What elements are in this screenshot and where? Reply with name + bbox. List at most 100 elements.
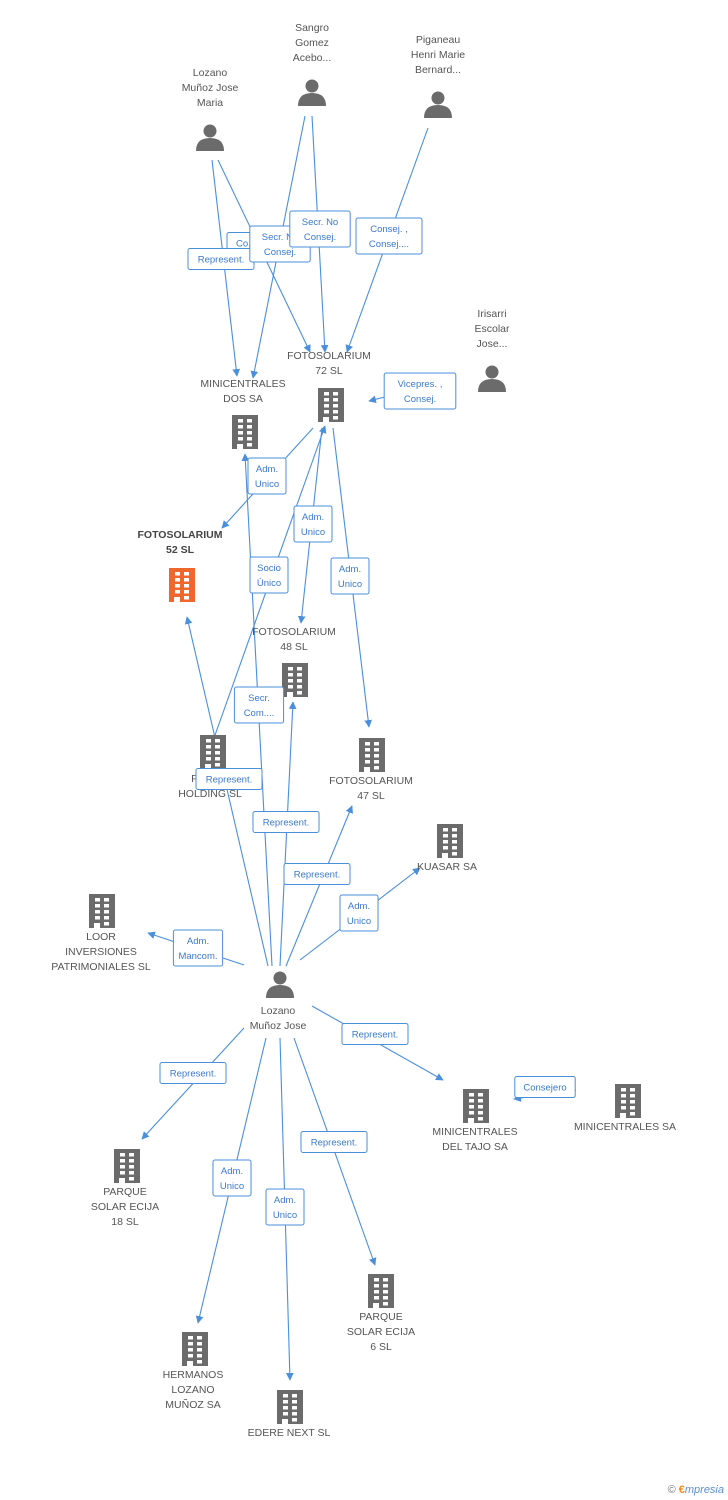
person-icon [478,365,506,392]
node-label: Jose... [477,338,508,350]
edge-label[interactable]: Represent. [283,863,351,885]
edge-label-text: Unico [301,527,325,538]
edge-label-text: Secr. [248,693,270,704]
edge-label-text: Unico [347,916,371,927]
node-label: Muñoz Jose [182,82,239,94]
edge-label-text: Consej. [404,394,436,405]
company-node-minisa[interactable]: MINICENTRALES SA [574,1084,676,1133]
edge-label-text: Adm. [187,936,209,947]
person-icon [298,79,326,106]
building-icon [368,1274,394,1308]
company-node-edere[interactable]: EDERE NEXT SL [248,1390,331,1439]
node-label: EDERE NEXT SL [248,1427,331,1439]
node-label: PATRIMONIALES SL [51,961,151,973]
edge-label[interactable]: Adm.Unico [212,1159,252,1197]
node-label: MINICENTRALES [432,1126,517,1138]
edge-label[interactable]: Adm.Unico [247,457,287,495]
edge-label-box [249,556,289,594]
company-node-minitajo[interactable]: MINICENTRALES DEL TAJO SA [432,1089,518,1153]
building-icon [282,663,308,697]
edge-label-text: Consejero [523,1083,566,1094]
edge-label[interactable]: Represent. [300,1131,368,1153]
person-icon [266,971,294,998]
edge-label-text: Represent. [170,1069,216,1080]
edge-lozano_j-to-foto47 [285,805,353,967]
edge-label[interactable]: Represent. [159,1062,227,1084]
edge-label-box [159,1062,227,1084]
edge-label-box [265,1188,305,1226]
edge-label[interactable]: Represent. [252,811,320,833]
node-label: Maria [197,97,223,109]
node-label: DOS SA [223,393,263,405]
edge-label-box [330,557,370,595]
edge-label-text: Consej. [304,232,336,243]
edge-label[interactable]: Adm. Unico [339,894,379,932]
edge-label-text: Represent. [198,255,244,266]
edge-label[interactable]: Adm.Unico [293,505,333,543]
edge-label-box [339,894,379,932]
edge-label-box [212,1159,252,1197]
edge-label[interactable]: Adm.Unico [265,1188,305,1226]
node-label: MINICENTRALES SA [574,1121,676,1133]
edge-label-text: Represent. [311,1138,357,1149]
edge-label-text: Único [257,578,281,589]
edge-lozano_j-to-foto52 [184,616,269,967]
edge-label-box [289,210,351,248]
edge-label[interactable]: Adm.Mancom. [172,929,224,967]
edge-label-box [247,457,287,495]
node-label: DEL TAJO SA [442,1141,508,1153]
edge-label-box [172,929,224,967]
edge-label-box [300,1131,368,1153]
edge-label-text: Represent. [206,775,252,786]
brand-name: mpresia [684,1484,724,1496]
building-icon [615,1084,641,1118]
edge-label[interactable]: Adm.Unico [330,557,370,595]
edge-lozano_j-to-foto48 [279,701,297,967]
edge-label-text: Consej. [264,247,296,258]
node-label: FOTOSOLARIUM [252,626,336,638]
edge-label-text: Represent. [263,818,309,829]
building-icon [318,388,344,422]
edge-label-text: Consej.... [369,239,409,250]
edge-label[interactable]: Secr.Com.... [233,686,285,724]
company-node-fotohold[interactable]: FOTO...HOLDING SL [178,735,242,800]
node-label: PARQUE [359,1311,403,1323]
node-label: MUÑOZ SA [165,1398,220,1411]
edge-label-text: Adm. [348,901,370,912]
building-icon [232,415,258,449]
node-label: PARQUE [103,1186,147,1198]
edge-label-box [341,1023,409,1045]
building-icon [359,738,385,772]
edge-label-text: Co... [236,239,256,250]
edge-label[interactable]: Consej. ,Consej.... [355,217,423,255]
building-icon [463,1089,489,1123]
edge-label[interactable]: Represent. [195,768,263,790]
node-label: Escolar [474,323,510,335]
node-label: SOLAR ECIJA [347,1326,415,1338]
person-node-sangro[interactable]: SangroGomezAcebo... [293,22,332,106]
edge-label[interactable]: Consejero [514,1076,576,1098]
person-node-irisarri[interactable]: IrisarriEscolarJose... [474,308,510,392]
edge-label-text: Unico [338,579,362,590]
node-label: 52 SL [166,544,195,556]
company-node-kuasar[interactable]: KUASAR SA [417,824,477,873]
edge-label[interactable]: Vicepres. ,Consej. [383,372,457,410]
edge-label[interactable]: Represent. [341,1023,409,1045]
node-label: Sangro [295,22,329,34]
edge-label-text: Unico [220,1181,244,1192]
edge-label[interactable]: Represent. [187,248,255,270]
